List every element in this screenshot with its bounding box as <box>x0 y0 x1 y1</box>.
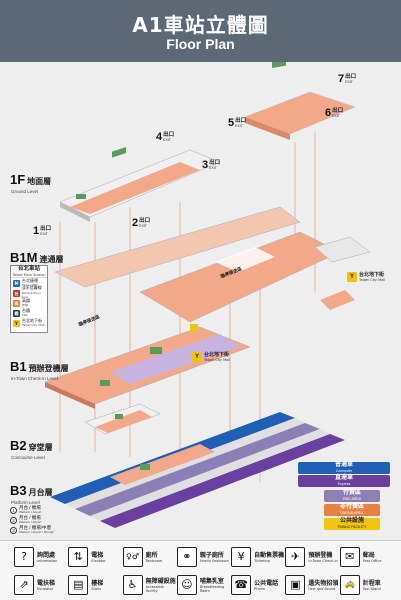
level-b1m-plate <box>54 206 371 323</box>
taipei-city-mall-icon: Y <box>13 319 20 327</box>
level-b1-plate <box>44 324 251 409</box>
post-office-icon: ✉ <box>339 547 360 567</box>
phone-icon: ☎ <box>231 575 252 595</box>
mrt-icon: M <box>13 279 20 287</box>
accessible-icon: ♿ <box>122 575 143 595</box>
lost-found-icon: ▣ <box>285 575 306 595</box>
hsr-icon: 高 <box>13 299 20 307</box>
breastfeeding-icon: ☺ <box>176 575 197 595</box>
escalator-icon: ⇗ <box>14 575 34 595</box>
level-b3-platform <box>50 412 345 528</box>
floor-plan-diagram <box>44 62 371 528</box>
stairs-icon: ▤ <box>68 575 89 595</box>
taipei-city-mall-icon: Y <box>347 272 357 282</box>
tamsui-xinyi-line-icon: 台 <box>13 289 20 297</box>
level-1f-plate <box>59 147 221 222</box>
block-exit-5-7 <box>244 62 356 140</box>
taipei-city-mall-icon: Y <box>192 352 202 362</box>
elevator-icon: ⇅ <box>68 547 89 567</box>
taxi-icon: 🚕 <box>339 575 360 595</box>
page-title: A1車站立體圖 <box>132 13 269 37</box>
information-icon: ? <box>14 547 34 567</box>
restroom-icon: ♀♂ <box>122 547 143 567</box>
page-subtitle: Floor Plan <box>166 36 235 52</box>
family-restroom-icon: ⚭ <box>176 547 197 567</box>
page-header: A1車站立體圖 Floor Plan <box>0 0 401 62</box>
ticketing-icon: ¥ <box>231 547 252 567</box>
check-in-icon: ✈ <box>285 547 306 567</box>
tra-icon: 鐵 <box>13 309 20 317</box>
level-b2-plate <box>84 403 161 435</box>
